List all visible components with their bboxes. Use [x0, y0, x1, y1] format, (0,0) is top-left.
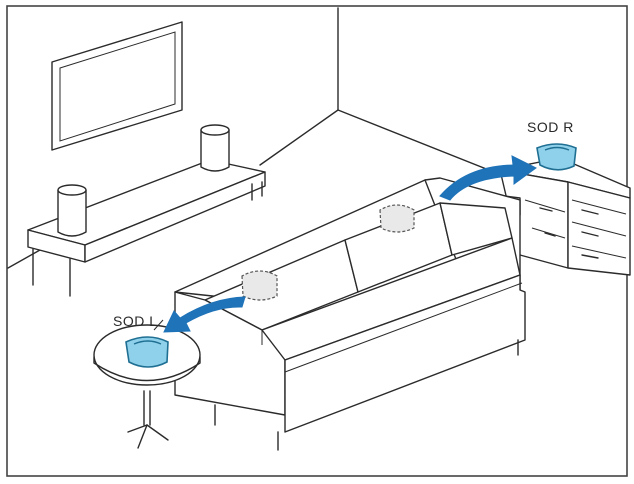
front-speaker-right	[200, 124, 230, 172]
ghost-speaker-right	[379, 204, 415, 233]
label-sod-r: SOD R	[527, 119, 574, 135]
move-arrow-right	[439, 155, 537, 201]
label-pointer-left	[153, 319, 164, 331]
speaker-sod-r	[536, 143, 577, 171]
move-arrow-left	[163, 296, 246, 333]
ghost-speaker-left	[241, 270, 278, 301]
speaker-sod-l	[125, 336, 169, 368]
label-sod-l: SOD L	[113, 313, 158, 329]
front-speaker-left	[57, 184, 87, 237]
wall-tv	[51, 21, 183, 151]
tv-console	[27, 159, 266, 297]
